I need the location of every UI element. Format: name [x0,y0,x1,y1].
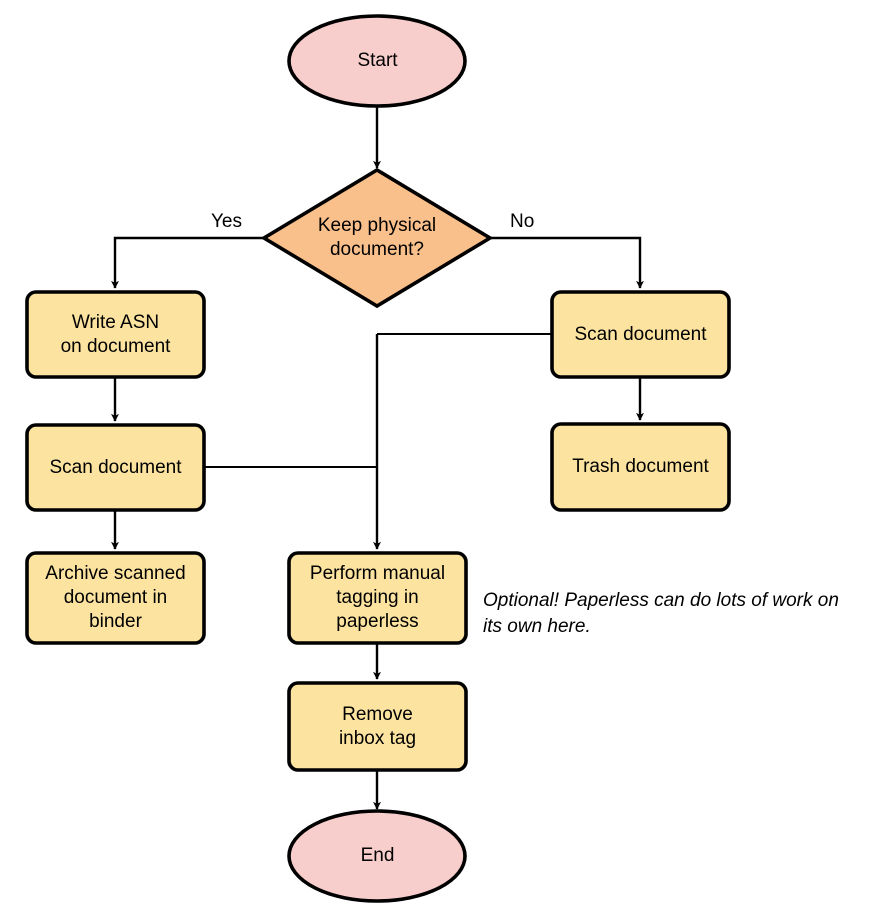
node-shape-start[interactable] [287,14,467,108]
edge-decision-yes-to-write-asn [111,236,263,289]
node-shape-scan-right[interactable] [550,290,731,379]
node-shape-remove-inbox[interactable] [287,681,468,772]
node-shape-write-asn[interactable] [25,290,206,379]
node-shape-archive[interactable] [25,551,206,645]
node-shape-end[interactable] [287,809,467,903]
edge-label-no: No [510,211,535,232]
node-shape-decision[interactable] [260,167,494,309]
node-shape-tagging[interactable] [287,551,468,645]
node-shape-scan-left[interactable] [25,423,206,512]
edge-label-yes: Yes [211,211,242,232]
edge-decision-no-to-scan-right [491,236,644,289]
node-shape-trash[interactable] [550,422,731,512]
annotation-optional-note: Optional! Paperless can do lots of work … [483,590,839,637]
